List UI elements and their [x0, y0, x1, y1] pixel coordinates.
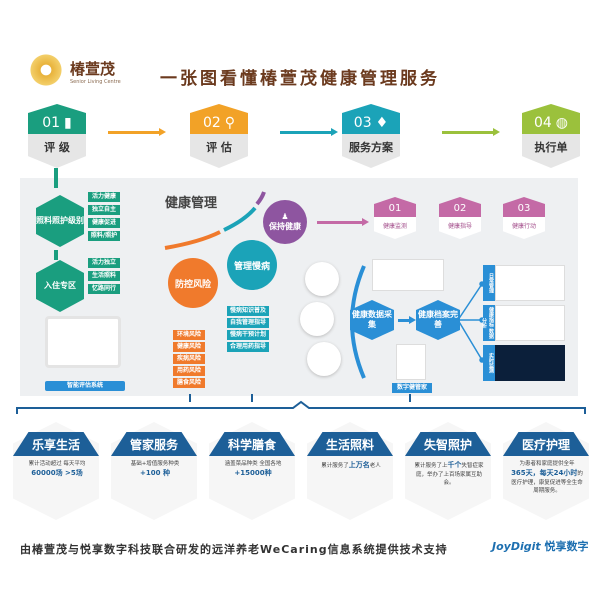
- logo-name: 椿萱茂: [70, 60, 116, 78]
- arrow-icon: [442, 128, 500, 136]
- arc-decoration: [164, 191, 266, 250]
- logo-icon: [28, 52, 64, 88]
- tablet-screenshot: [45, 316, 121, 368]
- care-item: 活力健康: [88, 192, 120, 202]
- risk-item: 环境风险: [173, 330, 205, 340]
- bracket: [16, 394, 586, 414]
- logo-subtitle: Senior Living Centre: [70, 79, 121, 85]
- health-title: 健康管理: [165, 196, 218, 211]
- page-title: 一张图看懂椿萱茂健康管理服务: [160, 69, 440, 89]
- risk-circle: 防控风险: [168, 258, 218, 308]
- lightbulb-icon: ♦: [375, 115, 389, 131]
- arrow-icon: [398, 316, 416, 324]
- risk-item: 健康风险: [173, 342, 205, 352]
- arrow-icon: [280, 128, 338, 136]
- service-butler: 管家服务基础+增值服务种类+100 种: [111, 422, 197, 520]
- service-diet: 科学膳食涵盖菜品种类 全国各地+15000种: [209, 422, 295, 520]
- down-arrow-icon: [54, 168, 58, 188]
- globe-icon: ◍: [555, 115, 569, 131]
- zone-item: 生活照料: [88, 271, 120, 281]
- step-assess: 02⚲评 估: [190, 104, 248, 168]
- step-plan: 03♦服务方案: [342, 104, 400, 168]
- dashboard-daily: 日常管理: [483, 265, 565, 301]
- care-level-hex: 照料照护级别: [36, 195, 84, 247]
- ecg-device-icon: [300, 302, 334, 336]
- care-item: 健康促进: [88, 218, 120, 228]
- smart-assessment-button[interactable]: 智能评估系统: [45, 381, 125, 391]
- digital-manager-button[interactable]: 数字健管家: [392, 383, 432, 393]
- search-icon: ⚲: [224, 115, 236, 131]
- keep-healthy-circle: ♟保持健康: [263, 200, 307, 244]
- dashboard-analysis: 健康指标 数据分析: [481, 305, 565, 341]
- scale-device-icon: [307, 342, 341, 376]
- table-screenshot: [372, 259, 444, 291]
- arrow-icon: [108, 128, 166, 136]
- phone-screenshot: [396, 344, 426, 380]
- bar-chart-icon: ▮: [64, 115, 72, 131]
- arrow-icon: [317, 218, 369, 226]
- branch-lines: [457, 281, 485, 363]
- zone-item: 忆路同行: [88, 284, 120, 294]
- blood-pressure-device-icon: [305, 262, 339, 296]
- step-rating: 01▮评 级: [28, 104, 86, 168]
- zone-item: 活力独立: [88, 258, 120, 268]
- partner-logo: JoyDigit 悦享数字: [492, 540, 589, 553]
- service-dementia: 失智照护累计服务了上千个失智症家庭，举办了上百场家属互助会。: [405, 422, 491, 520]
- chronic-circle: 管理慢病: [227, 240, 277, 290]
- risk-item: 膳食风险: [173, 378, 205, 388]
- chronic-item: 自我管理指导: [227, 318, 269, 328]
- dashboard-monitor: 实时监测: [483, 345, 565, 381]
- chronic-item: 慢病干预计划: [227, 330, 269, 340]
- care-item: 照料/照护: [88, 231, 120, 241]
- service-daily-care: 生活照料累计服务了上万名老人: [307, 422, 393, 520]
- step-execute: 04◍执行单: [522, 104, 580, 168]
- chronic-item: 合理用药指导: [227, 342, 269, 352]
- risk-item: 疾病风险: [173, 354, 205, 364]
- down-arrow-icon: [54, 250, 58, 260]
- person-clock-icon: ♟: [281, 212, 289, 221]
- chronic-item: 慢病知识普及: [227, 306, 269, 316]
- care-item: 独立自主: [88, 205, 120, 215]
- footer-text: 由椿萱茂与悦享数字科技联合研发的远洋养老WeCaring信息系统提供技术支持: [20, 543, 448, 556]
- risk-item: 用药风险: [173, 366, 205, 376]
